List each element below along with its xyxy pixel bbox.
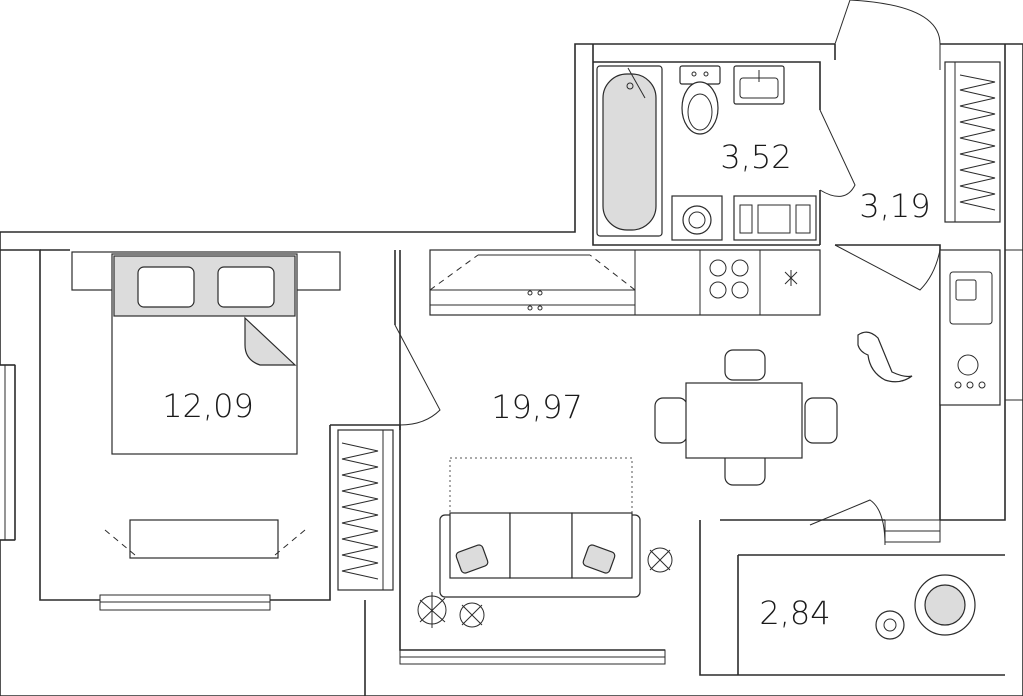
- bedroom-area: 12,09: [162, 387, 254, 425]
- hallway-area: 3,19: [859, 187, 930, 225]
- toilet: [679, 65, 721, 135]
- balcony-chair: [875, 574, 976, 640]
- washing-machine: [671, 195, 817, 241]
- sofa: [439, 457, 641, 598]
- doors: [394, 0, 941, 546]
- hall-kitchenette: [939, 249, 1001, 406]
- stove: [709, 259, 798, 299]
- bed: [71, 251, 341, 455]
- wardrobe-hall: [944, 61, 1001, 223]
- windows: [4, 249, 1023, 665]
- wardrobe-living: [337, 429, 394, 591]
- balcony-area: 2,84: [759, 594, 830, 632]
- plant-decor: [417, 547, 673, 628]
- bathroom-area: 3,52: [720, 138, 791, 176]
- dining-table: [654, 349, 838, 486]
- tv-stand: [104, 519, 306, 559]
- interior-walls: [270, 44, 1005, 676]
- bathtub: [596, 65, 663, 237]
- living-kitchen-area: 19,97: [491, 388, 583, 426]
- kitchen-counter: [429, 249, 821, 316]
- bathroom-sink: [733, 65, 785, 105]
- dog-figure: [857, 331, 913, 383]
